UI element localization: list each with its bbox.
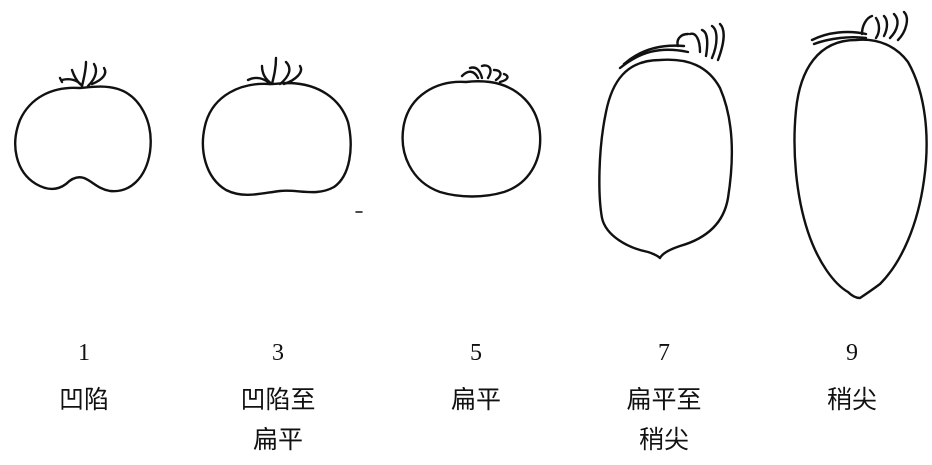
label-9: 稍尖 xyxy=(826,385,877,414)
tomato-shape-5 xyxy=(401,64,542,198)
stem-1 xyxy=(58,60,107,88)
label-5: 扁平 xyxy=(450,385,501,414)
stem-9 xyxy=(810,10,909,46)
fruit-outline-3 xyxy=(201,81,352,196)
grade-9: 9 xyxy=(846,340,858,366)
label-3-line1: 凹陷至 xyxy=(240,385,316,414)
stem-5 xyxy=(460,64,509,84)
fruit-outline-5 xyxy=(401,80,542,198)
label-7-line2: 稍尖 xyxy=(638,425,689,454)
tomato-shape-3 xyxy=(201,56,352,196)
grade-3: 3 xyxy=(272,340,284,366)
grade-1: 1 xyxy=(78,340,90,366)
stem-3 xyxy=(246,56,303,86)
fruit-outline-1 xyxy=(14,85,152,193)
label-1: 凹陷 xyxy=(58,385,109,414)
stem-7 xyxy=(618,22,725,70)
fruit-outline-9 xyxy=(793,38,928,300)
tomato-shape-9 xyxy=(793,10,928,300)
label-3-line2: 扁平 xyxy=(252,425,303,454)
grade-7: 7 xyxy=(658,340,670,366)
tomato-shape-1 xyxy=(14,60,152,193)
grade-5: 5 xyxy=(470,340,482,366)
label-7-line1: 扁平至 xyxy=(626,385,702,414)
fruit-outline-7 xyxy=(598,58,733,260)
tomato-shape-7 xyxy=(598,22,733,260)
